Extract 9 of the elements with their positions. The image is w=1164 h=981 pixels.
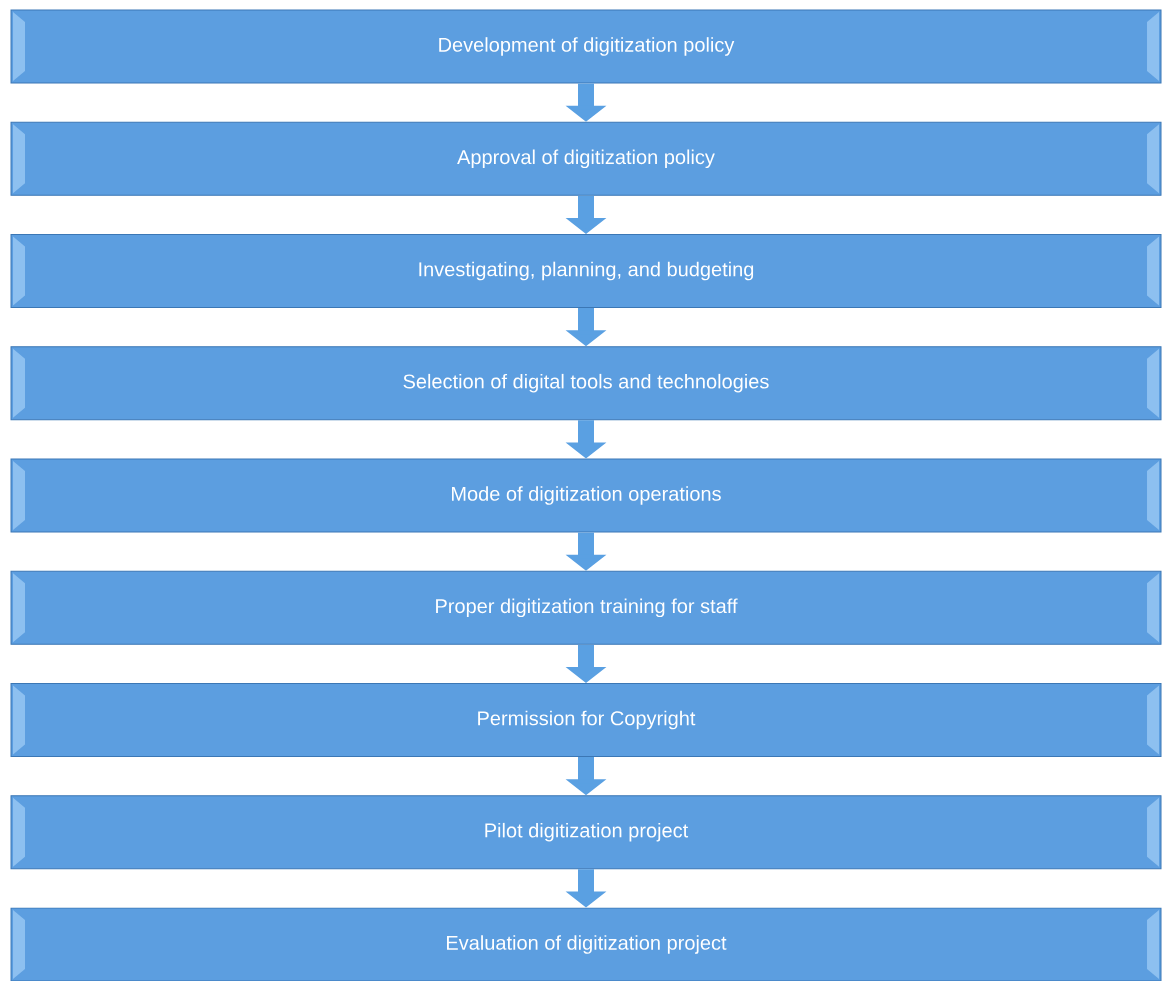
process-box: Development of digitization policy bbox=[10, 9, 1162, 84]
process-box: Approval of digitization policy bbox=[10, 121, 1162, 196]
process-box: Pilot digitization project bbox=[10, 795, 1162, 870]
process-box: Proper digitization training for staff bbox=[10, 570, 1162, 645]
process-box: Selection of digital tools and technologies bbox=[10, 346, 1162, 421]
process-box: Evaluation of digitization project bbox=[10, 907, 1162, 981]
process-box: Investigating, planning, and budgeting bbox=[10, 234, 1162, 308]
process-box: Mode of digitization operations bbox=[10, 458, 1162, 533]
process-box: Permission for Copyright bbox=[10, 683, 1162, 757]
